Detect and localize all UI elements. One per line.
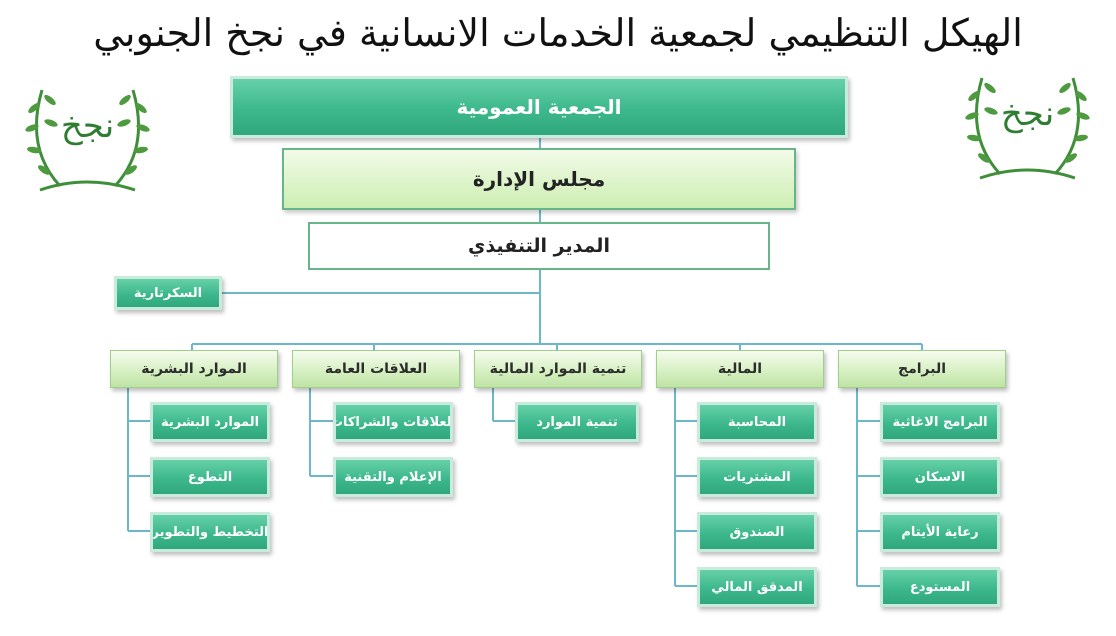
executive-director-box: المدير التنفيذي: [308, 222, 770, 270]
wreath-logo-icon: [965, 77, 1090, 180]
sub-label: التخطيط والتطوير: [151, 524, 269, 540]
sub-label: العلاقات والشراكات: [333, 414, 453, 430]
sub-planning-development: التخطيط والتطوير: [150, 512, 270, 552]
sub-housing: الاسكان: [880, 457, 1000, 497]
dept-public-relations: العلاقات العامة: [292, 350, 460, 388]
logo-text: نجخ: [1000, 94, 1055, 134]
general-assembly-label: الجمعية العمومية: [456, 95, 622, 119]
logo-right: نجخ: [960, 66, 1095, 188]
general-assembly-box: الجمعية العمومية: [230, 76, 848, 138]
sub-human-resources: الموارد البشرية: [150, 402, 270, 442]
dept-human-resources: الموارد البشرية: [110, 350, 278, 388]
sub-label: المستودع: [909, 579, 971, 595]
sub-label: الإعلام والتقنية: [344, 469, 442, 485]
sub-label: التطوع: [187, 469, 233, 485]
dept-label: البرامج: [897, 361, 947, 377]
wreath-logo-icon: [25, 89, 150, 192]
board-box: مجلس الإدارة: [282, 148, 796, 210]
logo-left: نجخ: [20, 78, 155, 200]
sub-label: المشتريات: [723, 469, 791, 485]
sub-label: رعاية الأيتام: [901, 524, 979, 540]
dept-finance: المالية: [656, 350, 824, 388]
sub-label: المدقق المالي: [711, 579, 803, 595]
sub-treasury: الصندوق: [697, 512, 817, 552]
sub-relief-programs: البرامج الاغاثية: [880, 402, 1000, 442]
sub-relations-partnerships: العلاقات والشراكات: [333, 402, 453, 442]
sub-resource-development: تنمية الموارد: [515, 402, 639, 442]
dept-label: الموارد البشرية: [141, 361, 247, 377]
sub-label: الموارد البشرية: [160, 414, 260, 430]
sub-label: البرامج الاغاثية: [892, 414, 988, 430]
logo-text: نجخ: [60, 106, 115, 146]
sub-financial-auditor: المدقق المالي: [697, 567, 817, 607]
sub-accounting: المحاسبة: [697, 402, 817, 442]
dept-label: العلاقات العامة: [324, 361, 428, 377]
board-label: مجلس الإدارة: [472, 167, 606, 191]
sub-label: تنمية الموارد: [536, 414, 618, 430]
sub-orphan-care: رعاية الأيتام: [880, 512, 1000, 552]
executive-director-label: المدير التنفيذي: [468, 235, 610, 257]
sub-label: الصندوق: [729, 524, 785, 540]
chart-title: الهيكل التنظيمي لجمعية الخدمات الانسانية…: [93, 11, 1023, 55]
secretariat-label: السكرتارية: [133, 285, 203, 301]
sub-purchasing: المشتريات: [697, 457, 817, 497]
dept-label: تنمية الموارد المالية: [489, 361, 627, 377]
sub-label: المحاسبة: [727, 414, 787, 430]
dept-programs: البرامج: [838, 350, 1006, 388]
sub-media-technology: الإعلام والتقنية: [333, 457, 453, 497]
sub-label: الاسكان: [914, 469, 966, 485]
sub-volunteering: التطوع: [150, 457, 270, 497]
dept-resource-development: تنمية الموارد المالية: [474, 350, 642, 388]
dept-label: المالية: [717, 361, 763, 377]
secretariat-box: السكرتارية: [114, 276, 222, 310]
sub-warehouse: المستودع: [880, 567, 1000, 607]
